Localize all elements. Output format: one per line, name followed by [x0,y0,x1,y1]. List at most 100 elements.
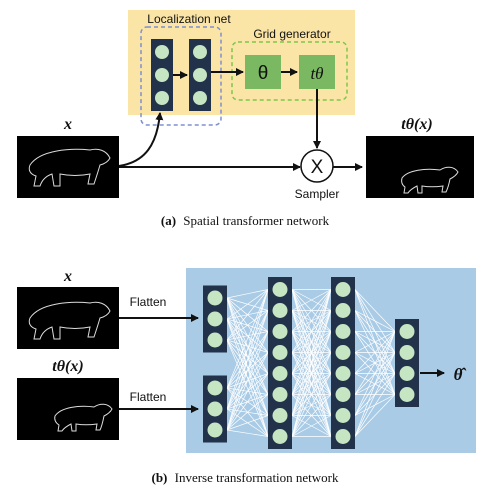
input-to-loc-arrow [118,112,164,167]
network-node [272,429,288,444]
loc-node [193,68,207,82]
network-edge [291,310,332,437]
output-label: tθ(x) [401,116,432,133]
network-edge [226,373,269,431]
network-node [335,408,351,423]
network-edge [291,373,332,437]
network-edge [354,331,396,353]
localization-layers [151,39,211,111]
caption-b-text: Inverse transformation network [175,470,339,485]
network-edge [226,310,269,341]
network-edge [291,289,332,416]
sampler-label: Sampler [295,187,340,201]
network-edge [226,289,269,341]
output-image [366,136,474,198]
network-edge [291,289,332,374]
t-theta-box [299,55,335,89]
network-node [207,290,223,306]
caption-a-letter: (a) [161,213,176,228]
network-edge [226,429,269,437]
network-node [207,380,223,396]
network-edge [226,289,269,410]
network-edge [291,289,332,332]
t-theta-symbol: tθ [310,64,323,83]
network-edge [226,339,269,437]
network-node [399,366,415,381]
network-node [399,345,415,360]
network-node [399,387,415,402]
network-edge [354,331,396,416]
network-edge [226,394,269,431]
network-layers [203,277,419,449]
network-edge [291,289,332,353]
network-edge [226,415,269,431]
sampler-symbol: X [311,157,324,178]
network-edge [226,352,269,431]
network-edge [226,331,269,431]
network-edge [226,339,269,374]
localization-net-box [140,26,222,126]
network-node [272,282,288,297]
input-x-label: x [63,116,72,133]
caption-b: (b) Inverse transformation network [151,470,339,485]
network-edge [291,289,332,395]
network-edge [354,331,396,395]
caption-a-text: Spatial transformer network [183,213,329,228]
network-connections [226,289,396,437]
network-edge [226,339,269,416]
network-edge [226,289,269,431]
network-edge [291,415,332,437]
network-edge [354,289,396,332]
flatten-label-bottom: Flatten [130,390,167,404]
network-node [399,324,415,339]
network-edge [291,289,332,311]
theta-symbol: θ [258,63,269,84]
network-edge [354,394,396,437]
loc-node [193,45,207,59]
loc-node [155,45,169,59]
network-edge [291,289,332,437]
network-node [335,387,351,402]
flatten-label-top: Flatten [130,295,167,309]
network-node [272,408,288,423]
bear-transformed-icon [401,166,459,194]
network-node [272,387,288,402]
network-node [207,401,223,417]
network-node [272,303,288,318]
network-edge [226,289,269,389]
network-edge [354,331,396,437]
network-edge [226,289,269,320]
network-node [207,422,223,438]
network-node [207,311,223,327]
caption-a: (a) Spatial transformer network [161,213,330,228]
theta-box [245,55,281,89]
network-node [335,324,351,339]
localization-net-label: Localization net [147,12,231,26]
network-edge [291,331,332,437]
network-node [272,345,288,360]
network-node [207,332,223,348]
network-edge [354,373,396,437]
network-edge [291,394,332,437]
bear-transformed-icon [54,403,113,432]
network-edge [226,289,269,299]
network-edge [226,310,269,431]
caption-b-letter: (b) [151,470,167,485]
network-node [335,303,351,318]
grid-generator-label: Grid generator [253,27,330,41]
network-node [335,366,351,381]
network-edge [354,331,396,374]
network-edge [354,310,396,332]
input-image [17,136,119,198]
network-edge [226,339,269,395]
network-node [335,345,351,360]
transformed-image-b [17,378,119,440]
loc-node [155,91,169,105]
bear-outline-icon [28,301,111,340]
network-node [272,324,288,339]
network-edge [226,339,269,353]
network-node [335,282,351,297]
network-edge [226,331,269,341]
bear-outline-icon [28,148,111,187]
network-node [272,366,288,381]
